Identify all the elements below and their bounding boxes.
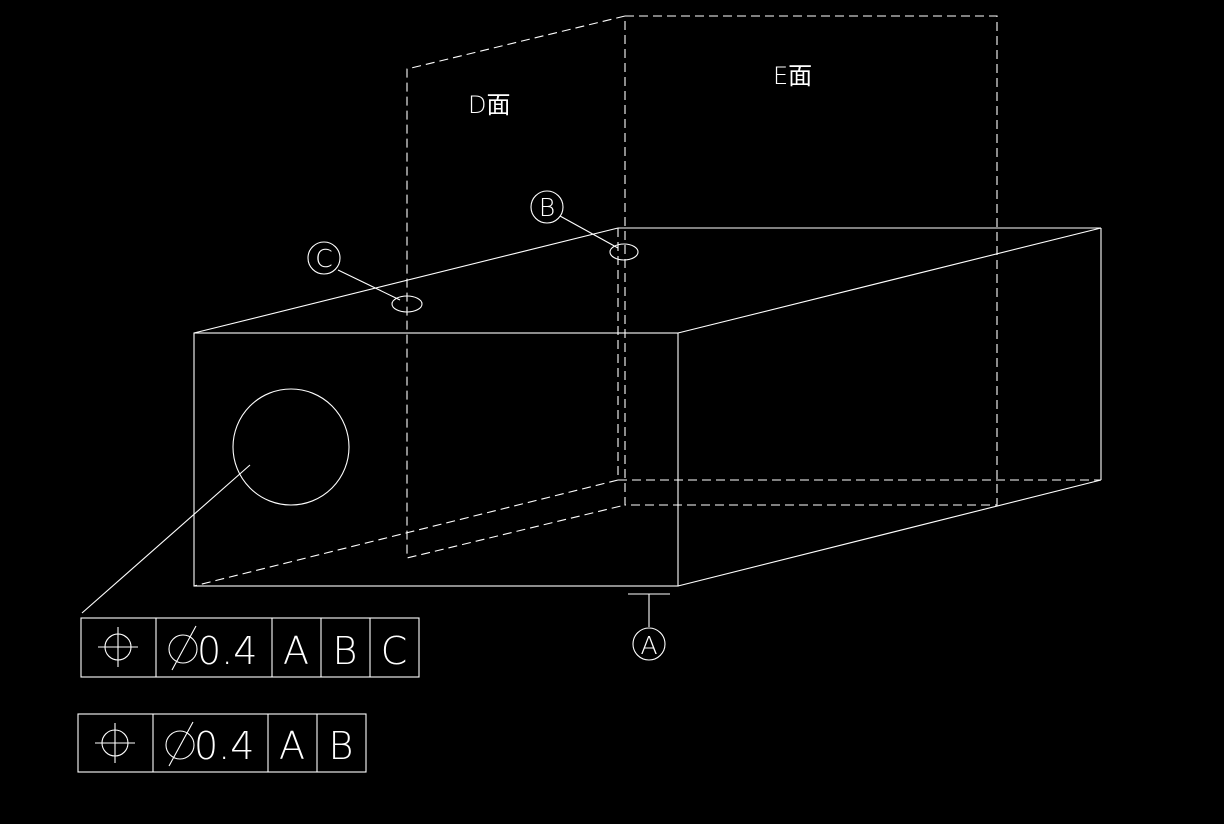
datum-planes xyxy=(193,15,1101,587)
datum-b-balloon xyxy=(530,190,564,224)
datum-c-letter: C xyxy=(315,244,332,273)
position-icon xyxy=(95,723,135,763)
fcf2-datum-2: B xyxy=(329,724,354,768)
plane-d-label: D面 xyxy=(468,91,510,119)
plane-hidden-diagonal xyxy=(193,479,619,587)
box-bottom-right-edge xyxy=(677,479,1102,587)
plane-e-label: E面 xyxy=(773,62,812,90)
datum-b-letter: B xyxy=(539,193,555,222)
datum-c-target-ellipse xyxy=(391,295,423,313)
fcf1-datum-1: A xyxy=(283,629,309,673)
hole-leader-line xyxy=(81,464,251,614)
fcf1-border xyxy=(80,617,420,678)
datum-a-letter: A xyxy=(640,631,657,660)
box-top-right-edge xyxy=(677,227,1102,334)
fcf2-border xyxy=(77,713,367,773)
datum-b-callout: B xyxy=(530,190,639,261)
box-top-left-edge xyxy=(193,227,619,334)
feature-control-frame-1: 0.4 A B C xyxy=(80,617,420,678)
fcf1-datum-3: C xyxy=(381,629,408,673)
fcf1-tolerance: 0.4 xyxy=(197,629,257,673)
datum-c-callout: C xyxy=(307,241,423,313)
datum-a-callout: A xyxy=(628,593,670,661)
plane-d-outline xyxy=(406,15,626,559)
position-icon xyxy=(98,627,138,667)
part-box xyxy=(193,227,1102,587)
datum-c-balloon xyxy=(307,241,341,275)
feature-control-frame-2: 0.4 A B xyxy=(77,713,367,773)
box-hole xyxy=(232,388,350,506)
fcf1-datum-2: B xyxy=(333,629,358,673)
datum-b-target-ellipse xyxy=(609,243,639,261)
plane-e-outline xyxy=(624,15,998,506)
diameter-icon xyxy=(168,625,198,671)
box-front-face xyxy=(193,332,679,587)
fcf2-datum-1: A xyxy=(279,724,305,768)
datum-a-balloon xyxy=(632,627,666,661)
datum-c-leader xyxy=(337,269,401,301)
diameter-icon xyxy=(165,721,195,767)
datum-b-leader xyxy=(559,215,619,249)
fcf2-tolerance: 0.4 xyxy=(194,724,254,768)
